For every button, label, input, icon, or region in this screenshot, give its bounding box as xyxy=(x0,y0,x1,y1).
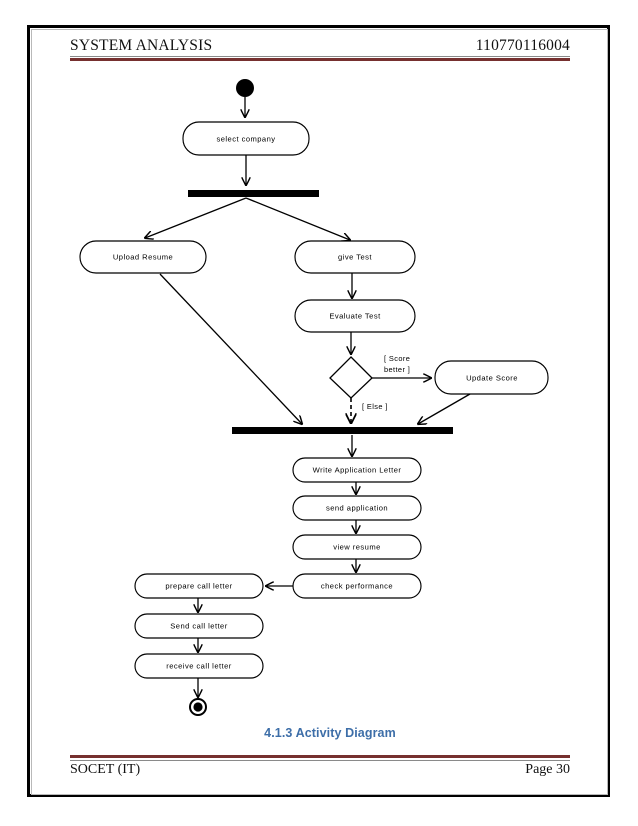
label-view-resume: view resume xyxy=(333,543,381,552)
page-border-inner xyxy=(31,29,608,795)
final-node xyxy=(189,698,207,716)
node-send-call-letter: Send call letter xyxy=(134,613,264,639)
node-select-company: select company xyxy=(182,121,310,156)
label-upload-resume: Upload Resume xyxy=(113,253,173,262)
node-send-application: send application xyxy=(292,495,422,521)
page-footer: SOCET (IT) Page 30 xyxy=(70,762,570,782)
header-id-right: 110770116004 xyxy=(475,37,570,54)
footer-page-number: Page 30 xyxy=(525,762,570,777)
footer-org-left: SOCET (IT) xyxy=(70,762,141,777)
label-send-call-letter: Send call letter xyxy=(170,622,227,631)
header-rule-thick xyxy=(70,58,570,61)
node-view-resume: view resume xyxy=(292,534,422,560)
header-title-left: SYSTEM ANALYSIS xyxy=(70,37,213,54)
join-bar xyxy=(232,427,453,434)
decision-diamond xyxy=(329,356,373,399)
node-upload-resume: Upload Resume xyxy=(79,240,207,274)
node-give-test: give Test xyxy=(294,240,416,274)
fork-bar xyxy=(188,190,319,197)
label-evaluate-test: Evaluate Test xyxy=(329,312,381,321)
guard-else: [ Else ] xyxy=(362,402,388,411)
label-check-performance: check performance xyxy=(321,582,393,591)
edge-upload-resume-to-join xyxy=(159,273,302,424)
initial-node xyxy=(236,79,254,97)
label-write-application-letter: Write Application Letter xyxy=(313,466,402,475)
label-update-score: Update Score xyxy=(466,374,518,383)
footer-rule-thin xyxy=(70,760,570,761)
guard-score-better-line2: better ] xyxy=(384,365,410,374)
node-evaluate-test: Evaluate Test xyxy=(294,299,416,333)
label-receive-call-letter: receive call letter xyxy=(166,662,232,671)
label-send-application: send application xyxy=(326,504,388,513)
edge-fork-to-upload-resume xyxy=(145,197,247,238)
footer-rule-thick xyxy=(70,755,570,758)
edge-fork-to-give-test xyxy=(245,197,350,240)
edge-update-score-to-join xyxy=(418,393,471,424)
header-rule-thin xyxy=(70,56,570,57)
label-prepare-call-letter: prepare call letter xyxy=(165,582,232,591)
figure-caption: 4.1.3 Activity Diagram xyxy=(264,726,396,740)
page-border-outer xyxy=(27,25,610,797)
node-receive-call-letter: receive call letter xyxy=(134,653,264,679)
node-check-performance: check performance xyxy=(292,573,422,599)
guard-score-better-line1: [ Score xyxy=(384,354,410,363)
node-prepare-call-letter: prepare call letter xyxy=(134,573,264,599)
label-give-test: give Test xyxy=(338,253,372,262)
label-select-company: select company xyxy=(216,135,275,144)
node-write-application-letter: Write Application Letter xyxy=(292,457,422,483)
page-header: SYSTEM ANALYSIS 110770116004 xyxy=(70,33,570,55)
node-update-score: Update Score xyxy=(434,360,549,395)
